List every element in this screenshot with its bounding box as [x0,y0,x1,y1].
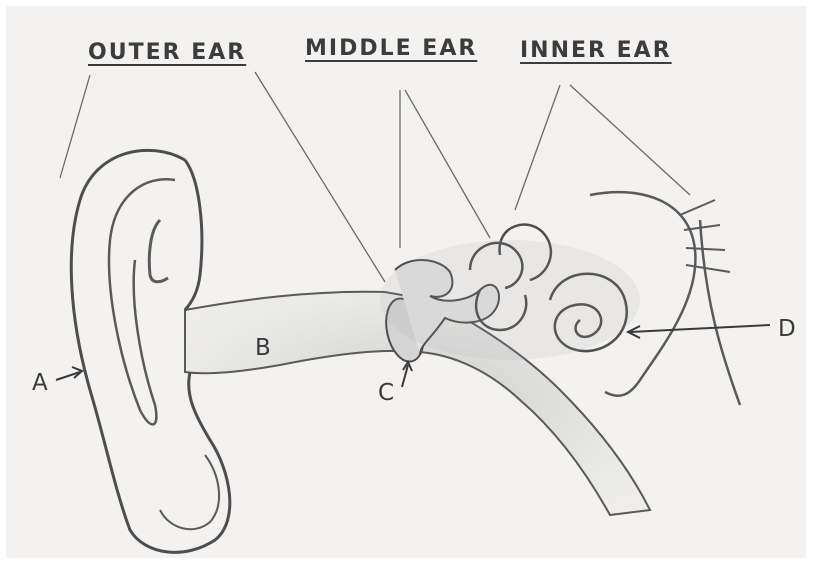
label-a: A [32,370,48,396]
outer-ear-heading: OUTER EAR [88,40,246,65]
inner-ear-heading: INNER EAR [520,38,672,63]
auricle-curl [149,220,168,282]
middle-ear-heading: MIDDLE EAR [305,36,477,61]
auricle-inner-ridge [109,179,175,424]
label-c: C [378,380,394,406]
heading-pointers [60,72,690,282]
skull-edge [700,220,740,405]
earlobe-line [160,455,219,529]
shading [380,240,640,360]
label-b: B [255,335,271,361]
label-d: D [778,316,796,342]
